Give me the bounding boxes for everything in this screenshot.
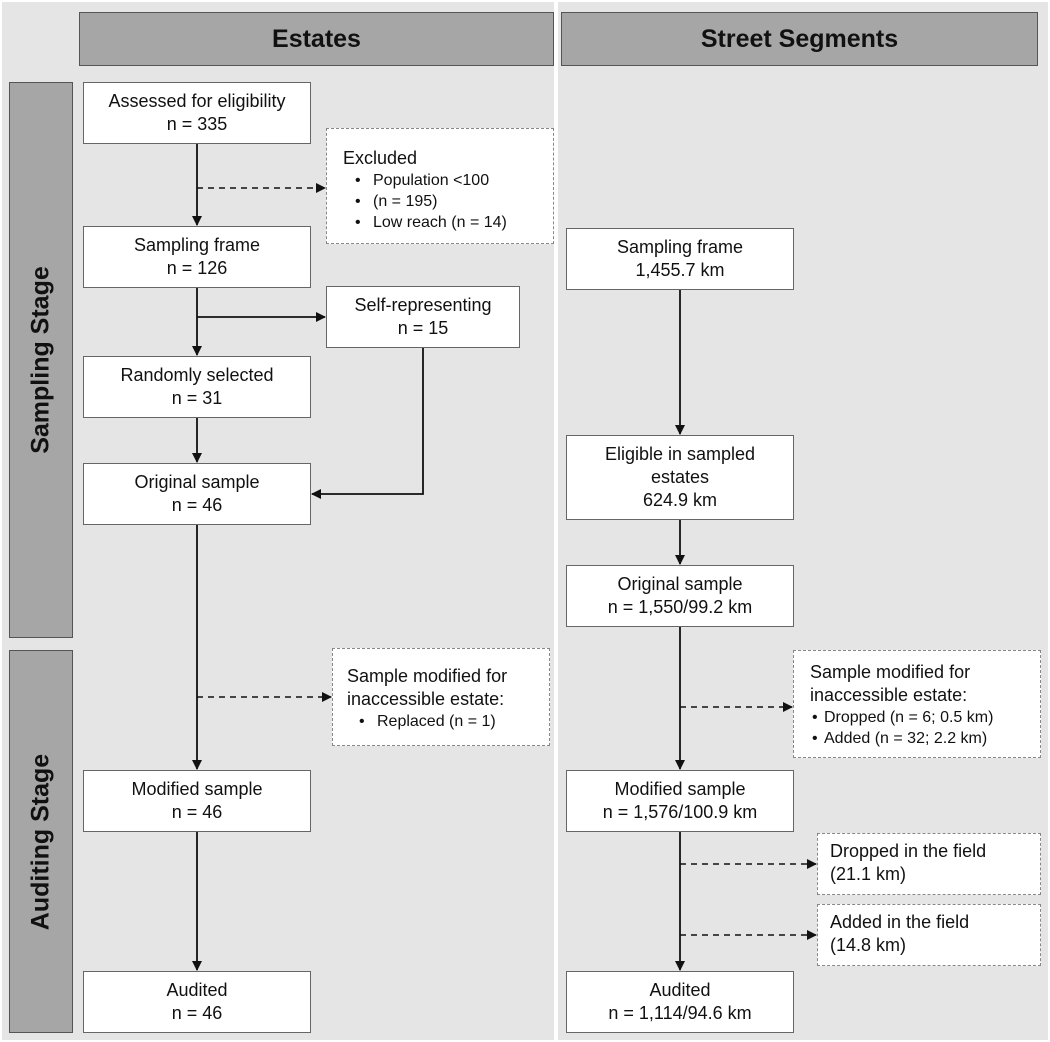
estates-header: Estates — [79, 12, 554, 66]
streets-modified-note-line2: inaccessible estate: — [810, 685, 968, 705]
sampling-stage-label: Sampling Stage — [9, 82, 73, 638]
streets-sampling-frame-label: Sampling frame — [616, 237, 744, 257]
estates-modified-note-box: Sample modified for inaccessible estate:… — [332, 648, 550, 746]
estates-original-sample-value: n = 46 — [171, 495, 223, 515]
streets-audited-box: Audited n = 1,114/94.6 km — [566, 971, 794, 1033]
streets-sampling-frame-value: 1,455.7 km — [635, 260, 725, 280]
column-divider — [554, 0, 558, 1042]
streets-modified-note-item-added: Added (n = 32; 2.2 km) — [810, 728, 1030, 749]
estates-excluded-box: Excluded Population <100 (n = 195) Low r… — [326, 128, 554, 244]
estates-excluded-item: Low reach (n = 14) — [343, 212, 543, 233]
estates-sampling-frame-label: Sampling frame — [133, 235, 261, 255]
estates-modified-sample-label: Modified sample — [131, 779, 263, 799]
estates-audited-box: Audited n = 46 — [83, 971, 311, 1033]
estates-audited-value: n = 46 — [171, 1003, 223, 1023]
streets-added-field-line2: (14.8 km) — [830, 935, 907, 955]
estates-self-representing-value: n = 15 — [397, 318, 449, 338]
estates-excluded-title: Excluded — [343, 148, 418, 168]
streets-modified-sample-label: Modified sample — [614, 779, 746, 799]
estates-randomly-selected-label: Randomly selected — [120, 365, 274, 385]
streets-modified-sample-box: Modified sample n = 1,576/100.9 km — [566, 770, 794, 832]
streets-original-sample-label: Original sample — [617, 574, 743, 594]
streets-added-field-line1: Added in the field — [830, 912, 970, 932]
estates-randomly-selected-value: n = 31 — [171, 388, 223, 408]
streets-dropped-field-line1: Dropped in the field — [830, 841, 987, 861]
streets-modified-note-box: Sample modified for inaccessible estate:… — [793, 650, 1041, 758]
streets-modified-note-line1: Sample modified for — [810, 662, 971, 682]
streets-original-sample-value: n = 1,550/99.2 km — [607, 597, 753, 617]
streets-sampling-frame-box: Sampling frame 1,455.7 km — [566, 228, 794, 290]
estates-assessed-label: Assessed for eligibility — [108, 91, 286, 111]
estates-modified-sample-box: Modified sample n = 46 — [83, 770, 311, 832]
streets-modified-note-item-dropped: Dropped (n = 6; 0.5 km) — [810, 707, 1030, 728]
estates-assessed-value: n = 335 — [166, 114, 228, 134]
streets-audited-label: Audited — [649, 980, 711, 1000]
estates-audited-label: Audited — [166, 980, 228, 1000]
estates-self-representing-box: Self-representing n = 15 — [326, 286, 520, 348]
streets-dropped-field-box: Dropped in the field (21.1 km) — [817, 833, 1041, 895]
estates-modified-sample-value: n = 46 — [171, 802, 223, 822]
streets-modified-sample-value: n = 1,576/100.9 km — [602, 802, 758, 822]
auditing-stage-label: Auditing Stage — [9, 650, 73, 1033]
estates-self-representing-label: Self-representing — [354, 295, 492, 315]
estates-modified-note-item: Replaced (n = 1) — [347, 711, 539, 732]
streets-dropped-field-line2: (21.1 km) — [830, 864, 907, 884]
streets-eligible-line2: estates — [650, 467, 710, 487]
estates-original-sample-label: Original sample — [134, 472, 260, 492]
estates-sampling-frame-value: n = 126 — [166, 258, 228, 278]
streets-eligible-value: 624.9 km — [642, 490, 718, 510]
streets-original-sample-box: Original sample n = 1,550/99.2 km — [566, 565, 794, 627]
streets-eligible-line1: Eligible in sampled — [604, 444, 756, 464]
streets-added-field-box: Added in the field (14.8 km) — [817, 904, 1041, 966]
street-segments-header: Street Segments — [561, 12, 1038, 66]
estates-original-sample-box: Original sample n = 46 — [83, 463, 311, 525]
estates-randomly-selected-box: Randomly selected n = 31 — [83, 356, 311, 418]
arrow-self-to-original — [311, 348, 424, 499]
streets-eligible-box: Eligible in sampled estates 624.9 km — [566, 435, 794, 520]
estates-excluded-item: Population <100 — [343, 170, 543, 191]
estates-sampling-frame-box: Sampling frame n = 126 — [83, 226, 311, 288]
estates-modified-note-line1: Sample modified for — [347, 666, 508, 686]
estates-excluded-item-cont: (n = 195) — [343, 191, 543, 212]
estates-modified-note-line2: inaccessible estate: — [347, 689, 505, 709]
streets-audited-value: n = 1,114/94.6 km — [608, 1003, 752, 1023]
estates-assessed-box: Assessed for eligibility n = 335 — [83, 82, 311, 144]
